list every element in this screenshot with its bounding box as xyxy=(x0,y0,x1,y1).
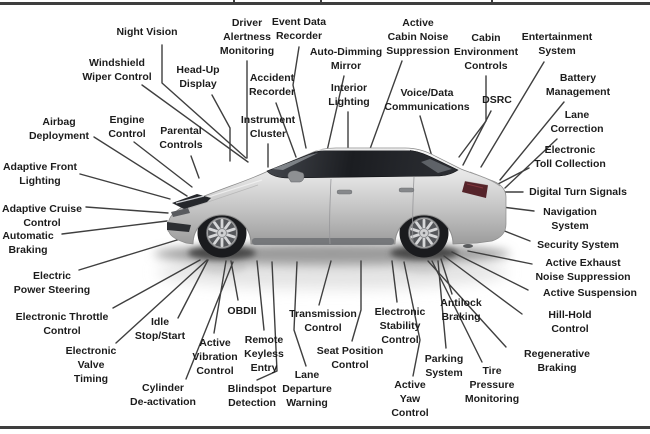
leader-line-automatic-braking xyxy=(61,220,168,235)
leader-line-event-data-recorder xyxy=(292,46,307,149)
leader-line-battery-management xyxy=(499,101,565,181)
leader-line-electronic-stability-control xyxy=(391,260,398,303)
leader-line-active-cabin-noise-suppression xyxy=(369,60,403,150)
car-windows xyxy=(266,149,459,179)
windshield-reflection xyxy=(272,153,318,170)
front-door-handle xyxy=(336,189,353,195)
leader-line-adaptive-front-lighting xyxy=(79,173,171,200)
leader-line-airbag-deployment xyxy=(93,136,188,197)
car-details xyxy=(167,170,489,248)
leader-line-hill-hold-control xyxy=(443,255,523,315)
leader-line-electronic-toll-collection xyxy=(497,167,530,185)
leader-line-blindspot-detection xyxy=(256,261,278,381)
leader-line-active-vibration-control xyxy=(213,260,227,334)
leader-line-active-yaw-control xyxy=(403,261,421,377)
leader-line-electric-power-steering xyxy=(78,235,191,271)
leader-line-dsrc xyxy=(462,110,492,166)
leader-line-voice-data-communications xyxy=(419,115,434,161)
leader-line-antilock-braking xyxy=(440,258,453,295)
leader-line-regenerative-braking xyxy=(427,260,507,348)
leader-line-accident-recorder xyxy=(275,102,297,158)
leader-line-parental-controls xyxy=(190,155,200,179)
rear-door-handle xyxy=(398,187,415,193)
descender-tick xyxy=(320,0,322,3)
leader-line-entertainment-system xyxy=(480,61,545,168)
leader-line-engine-control xyxy=(133,141,193,188)
side-mirror xyxy=(287,170,305,183)
leader-line-windshield-wiper-control xyxy=(141,84,249,163)
leader-line-obdii xyxy=(230,260,239,301)
leader-line-auto-dimming-mirror xyxy=(326,75,345,152)
leader-line-idle-stop-start xyxy=(177,259,209,319)
exhaust-tip xyxy=(463,244,473,248)
headlight xyxy=(172,194,211,209)
leader-line-navigation-system xyxy=(501,206,535,212)
leader-line-remote-keyless-entry xyxy=(256,260,265,331)
leader-line-parking-system xyxy=(437,260,447,349)
rear-window-reflection xyxy=(421,159,452,173)
leader-line-transmission-control xyxy=(318,260,332,306)
front-wheel xyxy=(197,208,247,258)
leader-line-cabin-environment-controls xyxy=(458,75,487,158)
front-intake xyxy=(167,222,191,232)
leader-line-cylinder-de-activation xyxy=(185,261,234,380)
leader-line-active-suspension xyxy=(451,251,529,291)
leader-line-seat-position-control xyxy=(351,260,362,342)
descender-tick xyxy=(491,0,493,3)
leader-lines xyxy=(61,44,565,381)
bottom-border xyxy=(0,426,650,429)
descender-tick xyxy=(233,0,235,3)
leader-line-head-up-display xyxy=(211,94,231,162)
leader-line-night-vision xyxy=(161,44,247,159)
grille xyxy=(171,208,190,217)
leader-line-electronic-valve-timing xyxy=(115,259,208,344)
tail-light xyxy=(462,181,488,198)
leader-line-active-exhaust-noise-suppression xyxy=(467,250,533,265)
top-border xyxy=(0,2,650,5)
leader-line-lane-correction xyxy=(504,138,558,189)
leader-line-tire-pressure-monitoring xyxy=(431,260,483,363)
leader-line-adaptive-cruise-control xyxy=(85,206,169,214)
leader-line-lane-departure-warning xyxy=(293,261,307,367)
leader-line-electronic-throttle-control xyxy=(112,259,201,309)
